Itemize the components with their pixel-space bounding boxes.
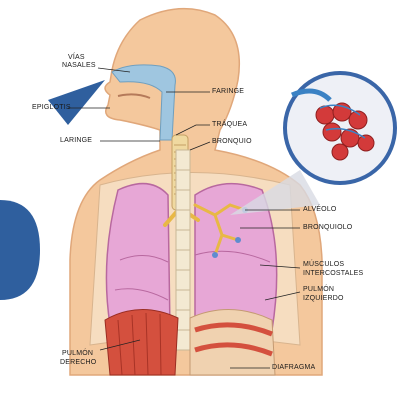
label-alveolo: ALVÉOLO: [303, 206, 337, 214]
label-musculos-2: INTERCOSTALES: [303, 270, 363, 278]
label-pulmon-izq-2: IZQUIERDO: [303, 295, 344, 303]
label-diafragma: DIAFRAGMA: [272, 364, 315, 372]
label-vias-nasales-2: NASALES: [62, 62, 96, 70]
label-bronquio: BRONQUIO: [212, 138, 252, 146]
label-pulmon-der-2: DERECHO: [60, 359, 96, 367]
label-traquea: TRÁQUEA: [212, 121, 247, 129]
label-faringe: FARINGE: [212, 88, 244, 96]
label-laringe: LARINGE: [60, 137, 92, 145]
label-bronquiolo: BRONQUIOLO: [303, 224, 352, 232]
label-musculos-1: MÚSCULOS: [303, 261, 344, 269]
alveoli-zoom-icon: [285, 73, 395, 183]
label-vias-nasales-1: VÍAS: [68, 54, 85, 62]
label-epiglotis: EPIGLOTIS: [32, 104, 71, 112]
label-pulmon-der-1: PULMÓN: [62, 350, 93, 358]
label-pulmon-izq-1: PULMÓN: [303, 286, 334, 294]
